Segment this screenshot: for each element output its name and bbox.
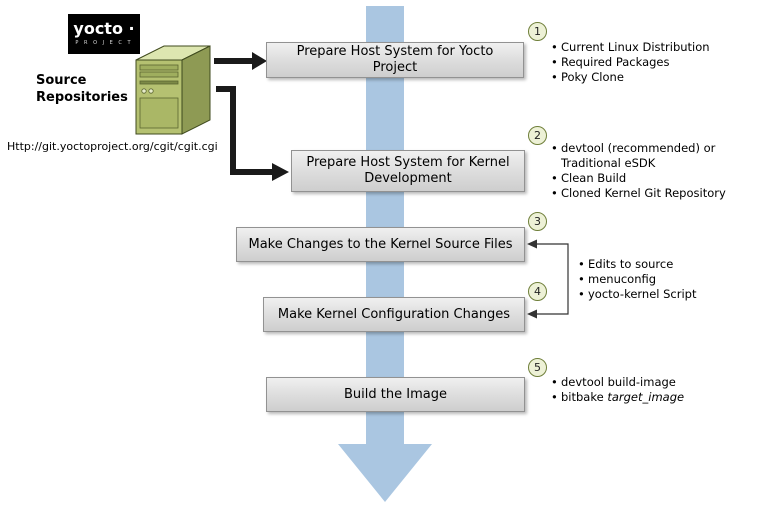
step-number-badge-4: 4 [528,282,547,301]
steps3-4-shared-bullet-list: Edits to source menuconfig yocto-kernel … [577,257,747,302]
bullet-item: Cloned Kernel Git Repository [550,186,750,201]
server-icon [135,45,211,135]
bullet-item: Current Linux Distribution [550,40,750,55]
step-number-badge-1: 1 [528,22,547,41]
bullet-item: menuconfig [577,272,747,287]
yocto-logo-subtext: P R O J E C T [75,40,133,46]
bullet-item: Required Packages [550,55,750,70]
bracket-arrowhead-step4 [527,309,537,319]
bullet-item: Poky Clone [550,70,750,85]
server-to-step2-arrow [216,86,273,175]
step-box-1: Prepare Host System for Yocto Project [266,42,524,78]
step-number-badge-2: 2 [528,126,547,145]
step-box-4: Make Kernel Configuration Changes [263,297,525,332]
bullet-text-italic: target_image [607,390,685,404]
step5-bullet-list: devtool build-image bitbake target_image [550,375,750,405]
bullet-item: yocto-kernel Script [577,287,747,302]
step-number-badge-5: 5 [528,358,547,377]
step1-bullet-list: Current Linux Distribution Required Pack… [550,40,750,85]
step-box-5: Build the Image [266,377,525,412]
bullet-item: devtool (recommended) or Traditional eSD… [550,141,750,171]
step-number-badge-3: 3 [528,212,547,231]
server-to-step1-arrowhead [252,52,267,70]
bracket-arrowhead-step3 [527,239,537,249]
bullet-item: Clean Build [550,171,750,186]
bullet-item: bitbake target_image [550,390,750,405]
bullet-item: devtool build-image [550,375,750,390]
yocto-logo-text: yocto · [73,19,135,38]
bullet-text-prefix: bitbake [561,390,608,404]
step-box-3: Make Changes to the Kernel Source Files [236,227,525,262]
source-repositories-label: Source Repositories [36,73,128,105]
shared-bullets-bracket [536,243,569,315]
bullet-item: Edits to source [577,257,747,272]
step2-bullet-list: devtool (recommended) or Traditional eSD… [550,141,750,201]
step-box-2: Prepare Host System for Kernel Developme… [291,150,525,192]
source-repositories-url: Http://git.yoctoproject.org/cgit/cgit.cg… [7,140,218,153]
yocto-logo: yocto · P R O J E C T [68,14,140,54]
server-to-step2-arrowhead [272,163,289,181]
